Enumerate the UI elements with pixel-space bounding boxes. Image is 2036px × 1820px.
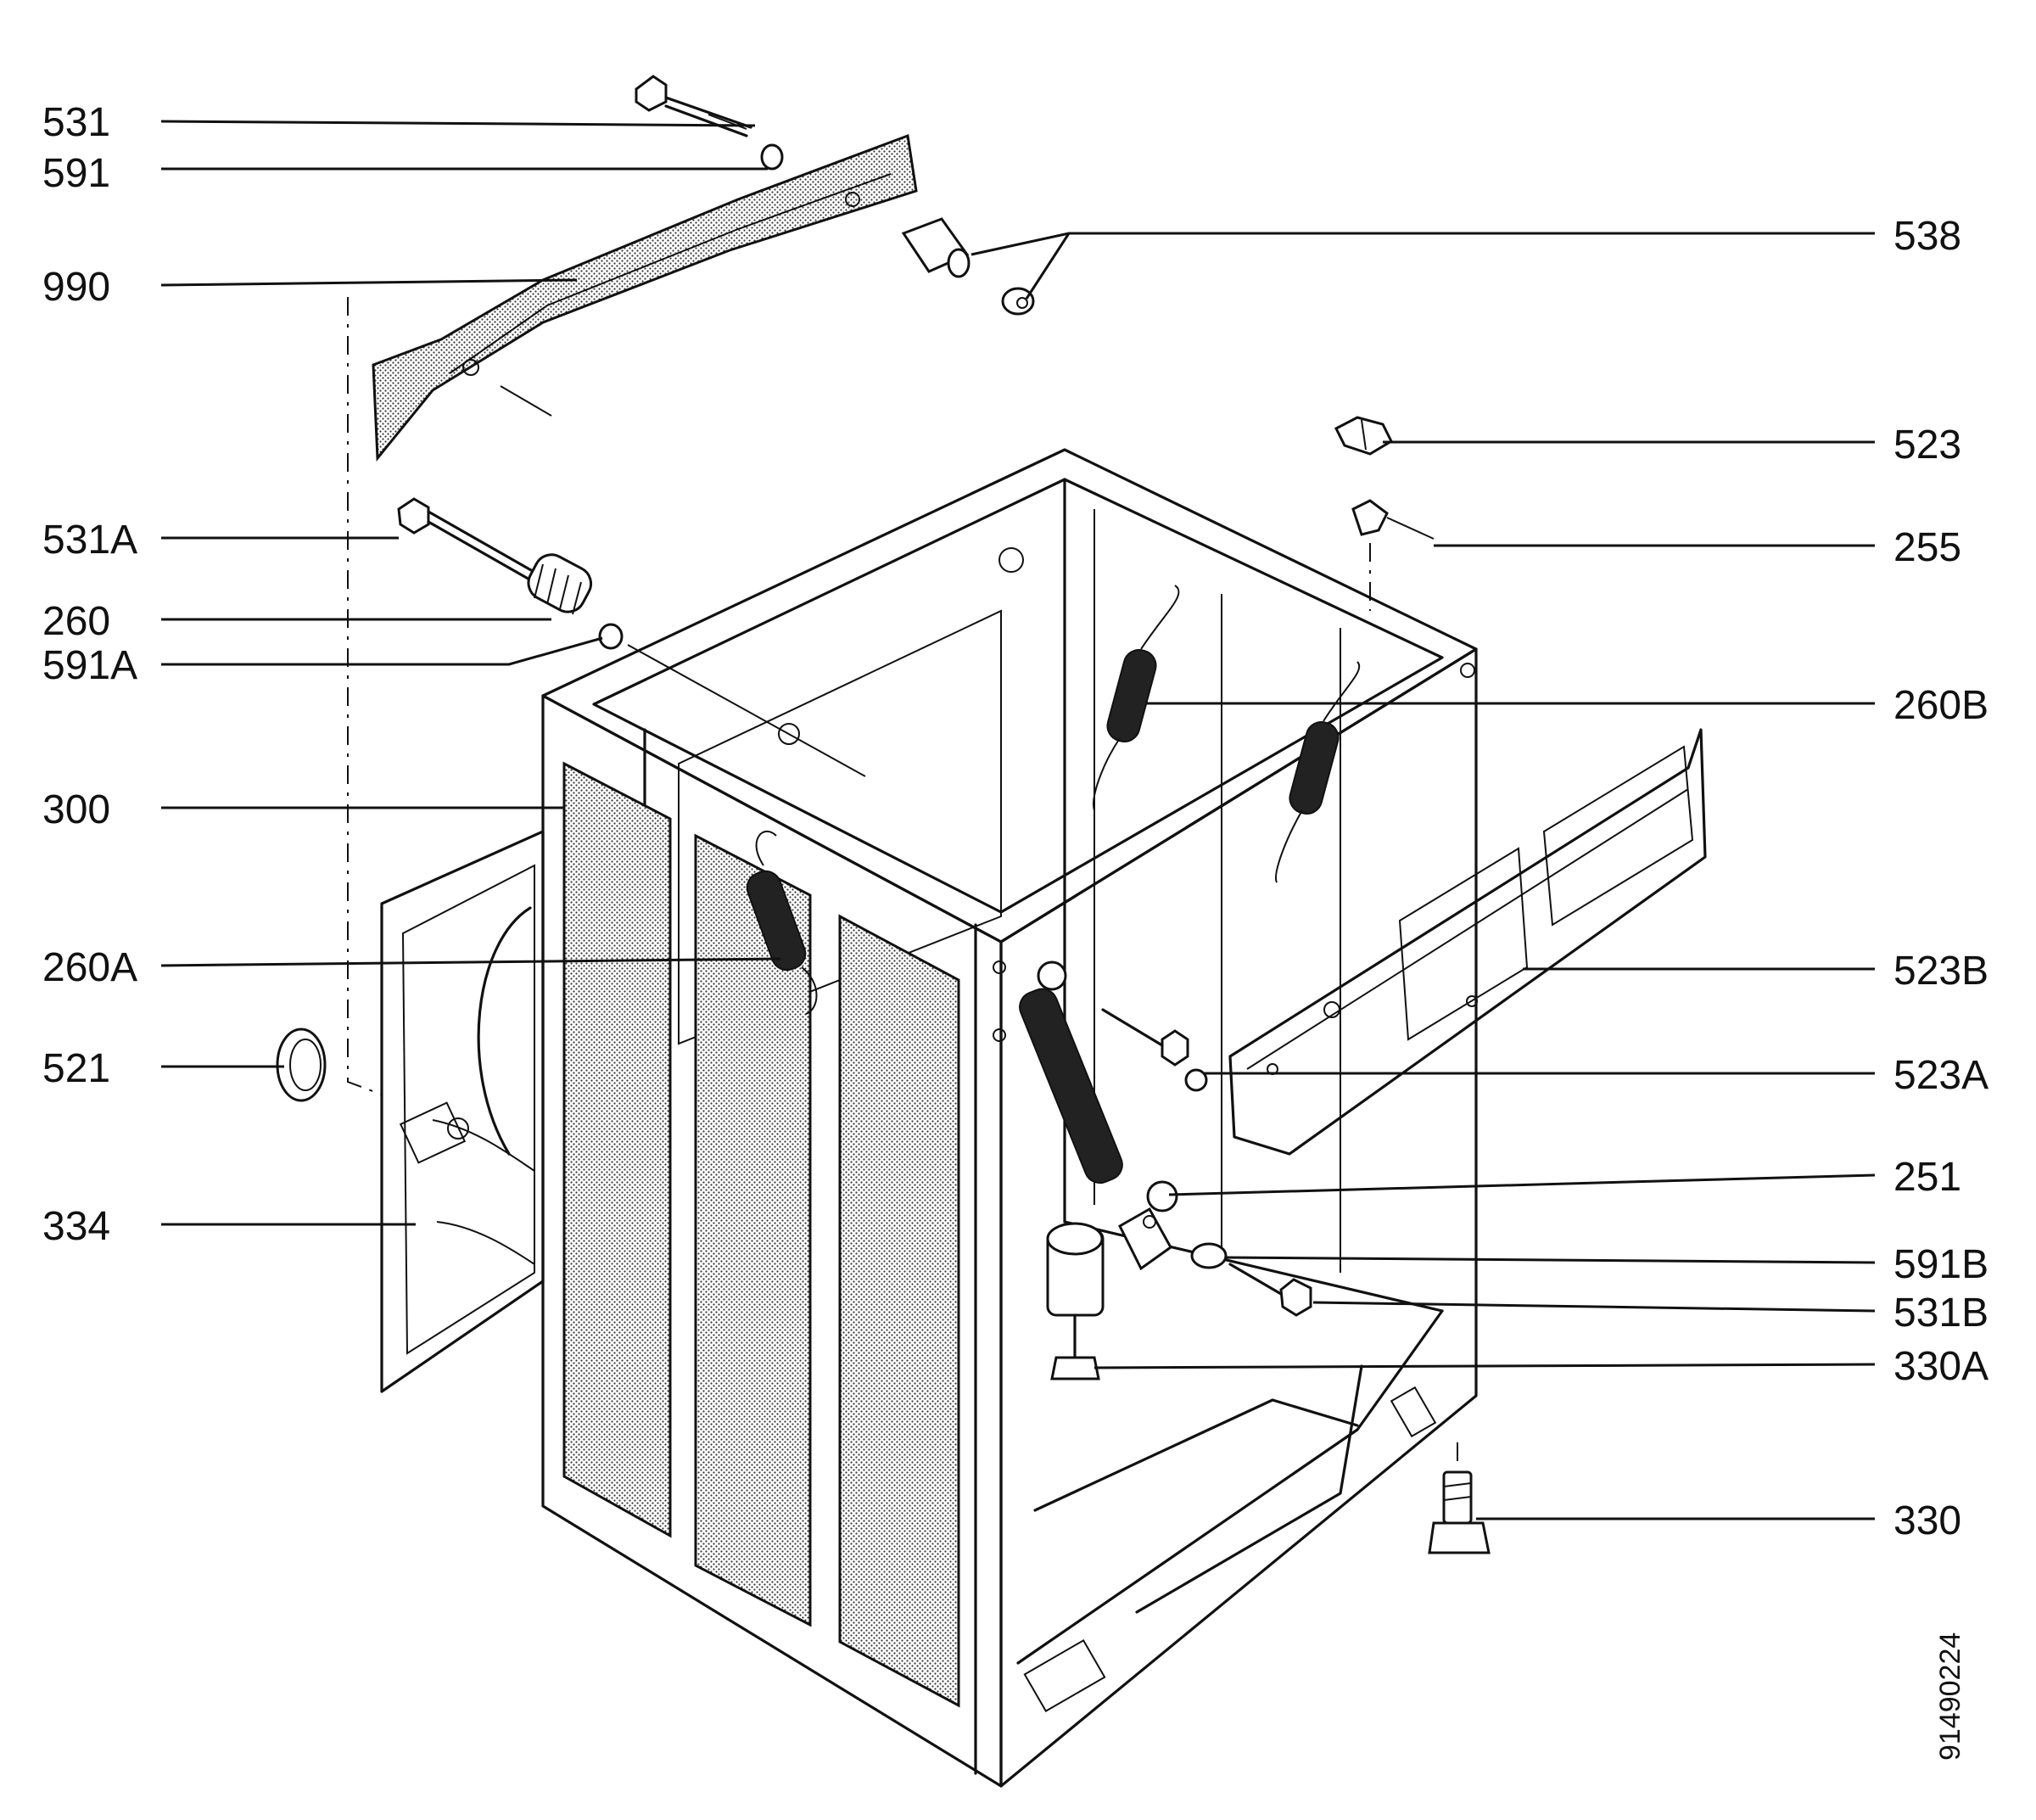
control-panel-523B	[1228, 728, 1707, 1156]
callout-990: 990	[42, 265, 110, 310]
spring-260A	[746, 831, 818, 1015]
cross-beam	[372, 133, 918, 462]
shock-absorber-251	[1019, 960, 1178, 1212]
callout-255: 255	[1893, 525, 1961, 570]
callout-521: 521	[42, 1046, 110, 1091]
callout-531: 531	[42, 100, 110, 145]
callout-330A: 330A	[1893, 1344, 1988, 1389]
callout-591: 591	[42, 151, 110, 196]
callout-300: 300	[42, 787, 110, 832]
cabinet-body	[541, 448, 1478, 1788]
bush-538	[901, 217, 1035, 316]
bolt-523A	[1101, 1008, 1208, 1092]
callout-260A: 260A	[42, 945, 137, 990]
callout-labels-left: 531 591 990 531A 260 591A 300 260A 521 3…	[42, 100, 137, 1249]
motor-bracket	[1118, 1207, 1172, 1271]
clip-523	[1334, 416, 1393, 456]
bolt-axis	[627, 644, 866, 777]
washer-591A	[598, 623, 624, 650]
callout-531B: 531B	[1893, 1291, 1988, 1336]
callout-330: 330	[1893, 1498, 1961, 1543]
callout-531A: 531A	[42, 518, 137, 563]
callout-523: 523	[1893, 423, 1961, 468]
callout-260: 260	[42, 599, 110, 644]
callout-523B: 523B	[1893, 949, 1988, 994]
leader-lines-left	[160, 120, 781, 1226]
switch-255	[1351, 499, 1435, 611]
callout-523A: 523A	[1893, 1053, 1988, 1098]
callout-334: 334	[42, 1204, 110, 1249]
callout-538: 538	[1893, 214, 1961, 259]
spring-260B	[1093, 585, 1361, 883]
callout-labels-right: 538 523 255 260B 523B 523A 251 591B 531B…	[1893, 214, 1988, 1543]
drawing-number: 91490224	[1934, 1632, 1966, 1761]
callout-260B: 260B	[1893, 683, 1988, 728]
callout-591A: 591A	[42, 643, 137, 688]
washer-591	[760, 143, 784, 171]
ring-521	[276, 1028, 327, 1102]
foot-330	[1428, 1442, 1491, 1554]
foot-330A	[1046, 1222, 1105, 1380]
bolt-531	[635, 75, 752, 137]
callout-591B: 591B	[1893, 1242, 1988, 1287]
centerline	[347, 297, 383, 1095]
washer-591B	[1190, 1242, 1228, 1269]
spring-260	[527, 553, 593, 615]
callout-251: 251	[1893, 1155, 1961, 1200]
bolt-531A	[397, 497, 545, 589]
bolt-hole	[778, 723, 800, 745]
bolt-531B	[1228, 1263, 1312, 1317]
side-panel	[380, 830, 545, 1393]
leader-lines-right	[970, 232, 1876, 1520]
